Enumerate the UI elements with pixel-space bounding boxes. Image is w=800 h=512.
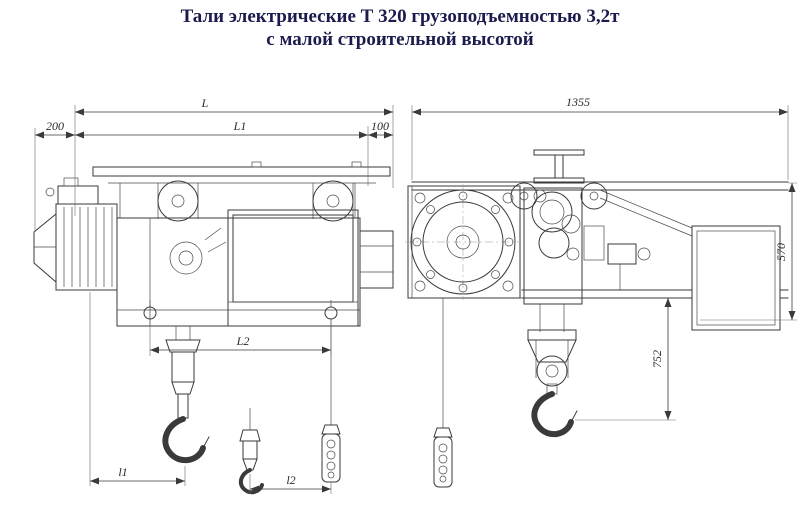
hook-suspension-raised [238,408,264,495]
title-line1: Тали электрические Т 320 грузоподъемност… [180,6,620,27]
hook [162,416,206,464]
pendant-control-end [433,298,453,488]
rope-drum [232,214,354,303]
trolley-wheel-left [157,180,199,222]
limit-switch [607,243,651,290]
lifting-eye [45,187,55,197]
hoist-body [116,209,394,327]
pendant-body-end [433,436,453,488]
left-view [33,161,394,495]
dim-label-1355: 1355 [566,95,590,109]
motor-terminal-box [57,185,99,205]
trolley-wheel-right [312,180,354,222]
dim-label-200: 200 [46,119,64,133]
dim-label-100: 100 [371,119,389,133]
dim-label-L1: L1 [233,119,247,133]
page-title: Тали электрические Т 320 грузоподъемност… [0,5,800,51]
dim-label-752: 752 [650,350,664,368]
pendant-button [438,454,448,464]
hook-end-view [531,391,574,438]
hook-crosshead [171,351,195,383]
rail-beam [533,149,585,184]
motor [33,177,118,291]
wheel-hub-left [171,194,185,208]
gear-wheel [169,241,203,275]
pendant-button [439,475,447,483]
pendant-button [326,439,336,449]
dim-label-L2: L2 [236,334,250,348]
trolley-wheel-end-right [580,182,608,210]
motor-fan-cover [405,184,521,300]
hook-pulley [536,355,568,387]
right-view-dimensions: 1355 570 752 [411,95,797,421]
wheel-hub [589,191,599,201]
pendant-button [327,471,335,479]
wheel-hub-right [326,194,340,208]
panel-braces [599,189,693,237]
title-line2: с малой строительной высотой [266,29,534,50]
body-end-cap [359,230,394,289]
motor-ribs [63,207,113,287]
drum-housing [227,209,359,327]
motor-nose-cone [33,212,57,284]
dim-label-l1: l1 [118,465,127,479]
dim-label-l2: l2 [286,473,295,487]
pendant-control [321,319,341,483]
pendant-body [321,433,341,483]
pendant-button [326,450,336,460]
dim-label-overall-length: L [201,96,209,110]
pendant-button [438,465,448,475]
hook-block [527,304,578,438]
suspension-eye-right [324,300,338,320]
gear-cluster [523,187,605,305]
pendant-button [326,461,336,471]
dim-label-570: 570 [774,243,788,261]
right-view [405,149,789,488]
hook-assembly [162,326,210,464]
pendant-button [438,443,448,453]
control-panel [691,225,781,331]
left-view-dimensions: L 200 L1 100 L2 l1 l2 [34,96,394,494]
